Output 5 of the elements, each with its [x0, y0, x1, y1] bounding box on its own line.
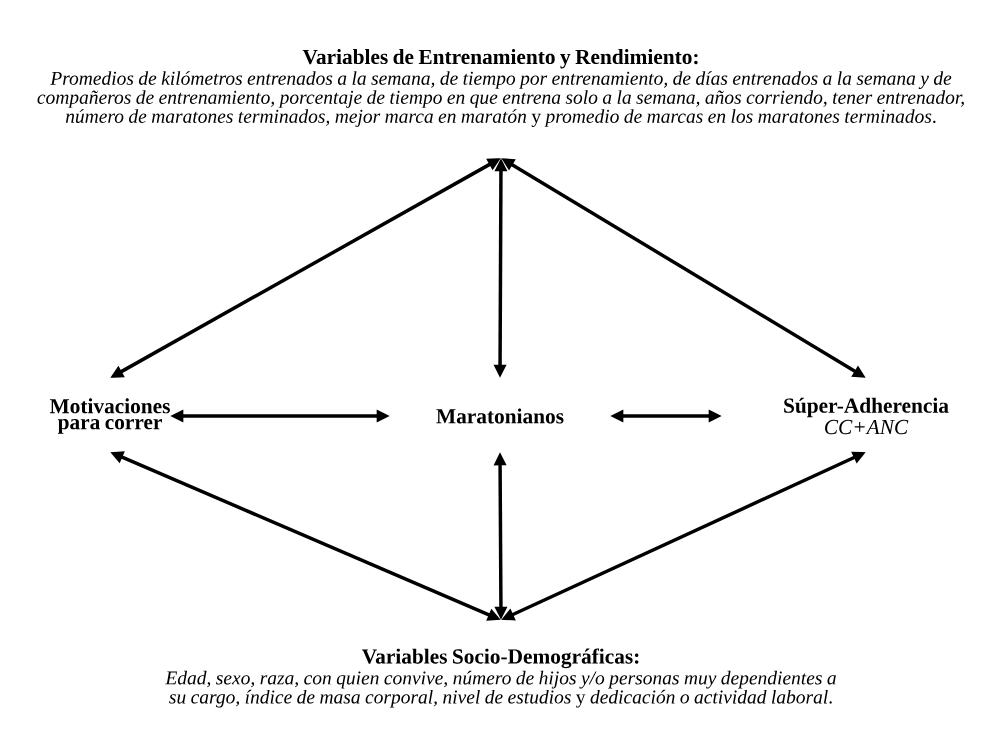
factor-label: Súper-Adherencia CC+ANC [784, 397, 949, 435]
variable-group-text: Variables de Entrenamiento y Rendimiento: Promedios de kilómetros entrenados a la semana, de tiempo por entrenamiento, de días entrenados a la semana y de compañeros de entrenamiento, porcentaje de tiempo en que entrena solo a la semana, años corriendo, tener entrenador, número de maratones terminados, mejor marca en maratón y promedio de marcas en los maratones terminados. [37, 49, 964, 127]
factor-label: Motivaciones para correr [49, 398, 170, 434]
variable-group-text: Variables Socio-Demográficas: Edad, sexo, raza, con quien convive, número de hijos y/o personas muy dependientes a su cargo, índice de masa corporal, nivel de estudios y dedicación o actividad laboral. [165, 648, 836, 708]
center-label: Maratonianos [436, 408, 564, 424]
